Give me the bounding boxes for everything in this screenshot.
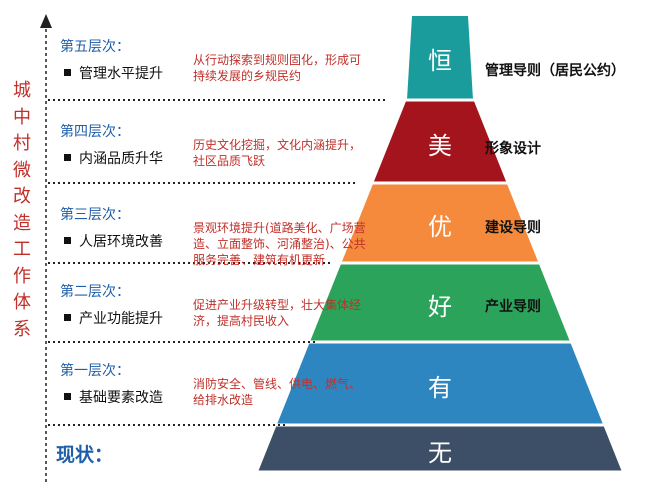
bullet-square-icon bbox=[64, 313, 71, 321]
level-description: 从行动探索到规则固化，形成可持续发展的乡规民约 bbox=[193, 53, 362, 83]
axis-arrow-icon bbox=[40, 14, 52, 28]
side-title-char: 村 bbox=[13, 133, 31, 154]
bullet-square-icon bbox=[64, 153, 71, 161]
status-label: 现状： bbox=[56, 444, 114, 466]
side-title-char: 系 bbox=[13, 318, 31, 340]
side-title-char: 造 bbox=[13, 212, 31, 234]
level-description: 历史文化挖掘，文化内涵提升，社区品质飞跃 bbox=[193, 138, 362, 168]
level-item-label: 基础要素改造 bbox=[79, 390, 163, 406]
bullet-square-icon bbox=[64, 236, 71, 244]
level-title: 第一层次： bbox=[60, 363, 130, 379]
bullet-square-icon bbox=[64, 68, 71, 76]
level-item: 管理水平提升 bbox=[64, 63, 163, 83]
level-title: 第五层次： bbox=[60, 39, 130, 55]
level-title: 第三层次： bbox=[60, 207, 130, 223]
level-item-label: 人居环境改善 bbox=[79, 234, 163, 250]
level-description: 消防安全、管线、供电、燃气、给排水改造 bbox=[193, 377, 362, 407]
side-title-char: 中 bbox=[13, 106, 31, 128]
level-item-label: 管理水平提升 bbox=[79, 66, 163, 82]
level-description: 景观环境提升(道路美化、广场营造、立面整饰、河涌整治)、公共服务完善、建筑有机更… bbox=[193, 221, 366, 267]
side-title-char: 作 bbox=[13, 265, 31, 287]
pyramid-tier bbox=[310, 264, 570, 341]
pyramid-tier-char: 有 bbox=[428, 373, 452, 402]
level-description: 促进产业升级转型，壮大集体经济，提高村民收入 bbox=[193, 298, 362, 328]
guide-construction: 建设导则 bbox=[485, 220, 541, 236]
level-item-label: 内涵品质升华 bbox=[79, 151, 163, 167]
side-title-char: 城 bbox=[13, 80, 31, 101]
pyramid bbox=[258, 16, 622, 471]
bullet-square-icon bbox=[64, 392, 71, 400]
pyramid-tier-char: 恒 bbox=[428, 47, 452, 76]
pyramid-tier-char: 美 bbox=[428, 131, 452, 160]
guide-industry: 产业导则 bbox=[485, 299, 541, 315]
level-item: 人居环境改善 bbox=[64, 231, 163, 251]
pyramid-tier bbox=[342, 184, 538, 262]
pyramid-tier bbox=[258, 426, 622, 471]
level-item: 内涵品质升华 bbox=[64, 148, 163, 168]
pyramid-tier bbox=[277, 343, 603, 424]
side-title-char: 工 bbox=[13, 239, 31, 260]
level-item-label: 产业功能提升 bbox=[79, 311, 163, 327]
side-title-char: 体 bbox=[13, 292, 31, 313]
level-item: 产业功能提升 bbox=[64, 308, 163, 328]
pyramid-tier-char: 好 bbox=[428, 292, 452, 321]
pyramid-tier bbox=[407, 16, 473, 99]
level-item: 基础要素改造 bbox=[64, 387, 163, 407]
side-title-char: 改 bbox=[13, 186, 31, 207]
guide-image-design: 形象设计 bbox=[485, 141, 541, 157]
guide-management: 管理导则（居民公约） bbox=[485, 63, 625, 79]
side-title: 城中村微改造工作体系 bbox=[8, 78, 36, 343]
pyramid-tier-char: 无 bbox=[428, 438, 452, 467]
level-title: 第四层次： bbox=[60, 124, 130, 140]
pyramid-tier-char: 优 bbox=[428, 213, 452, 241]
side-title-char: 微 bbox=[13, 159, 31, 181]
level-title: 第二层次： bbox=[60, 284, 130, 300]
pyramid-tier bbox=[373, 101, 507, 182]
